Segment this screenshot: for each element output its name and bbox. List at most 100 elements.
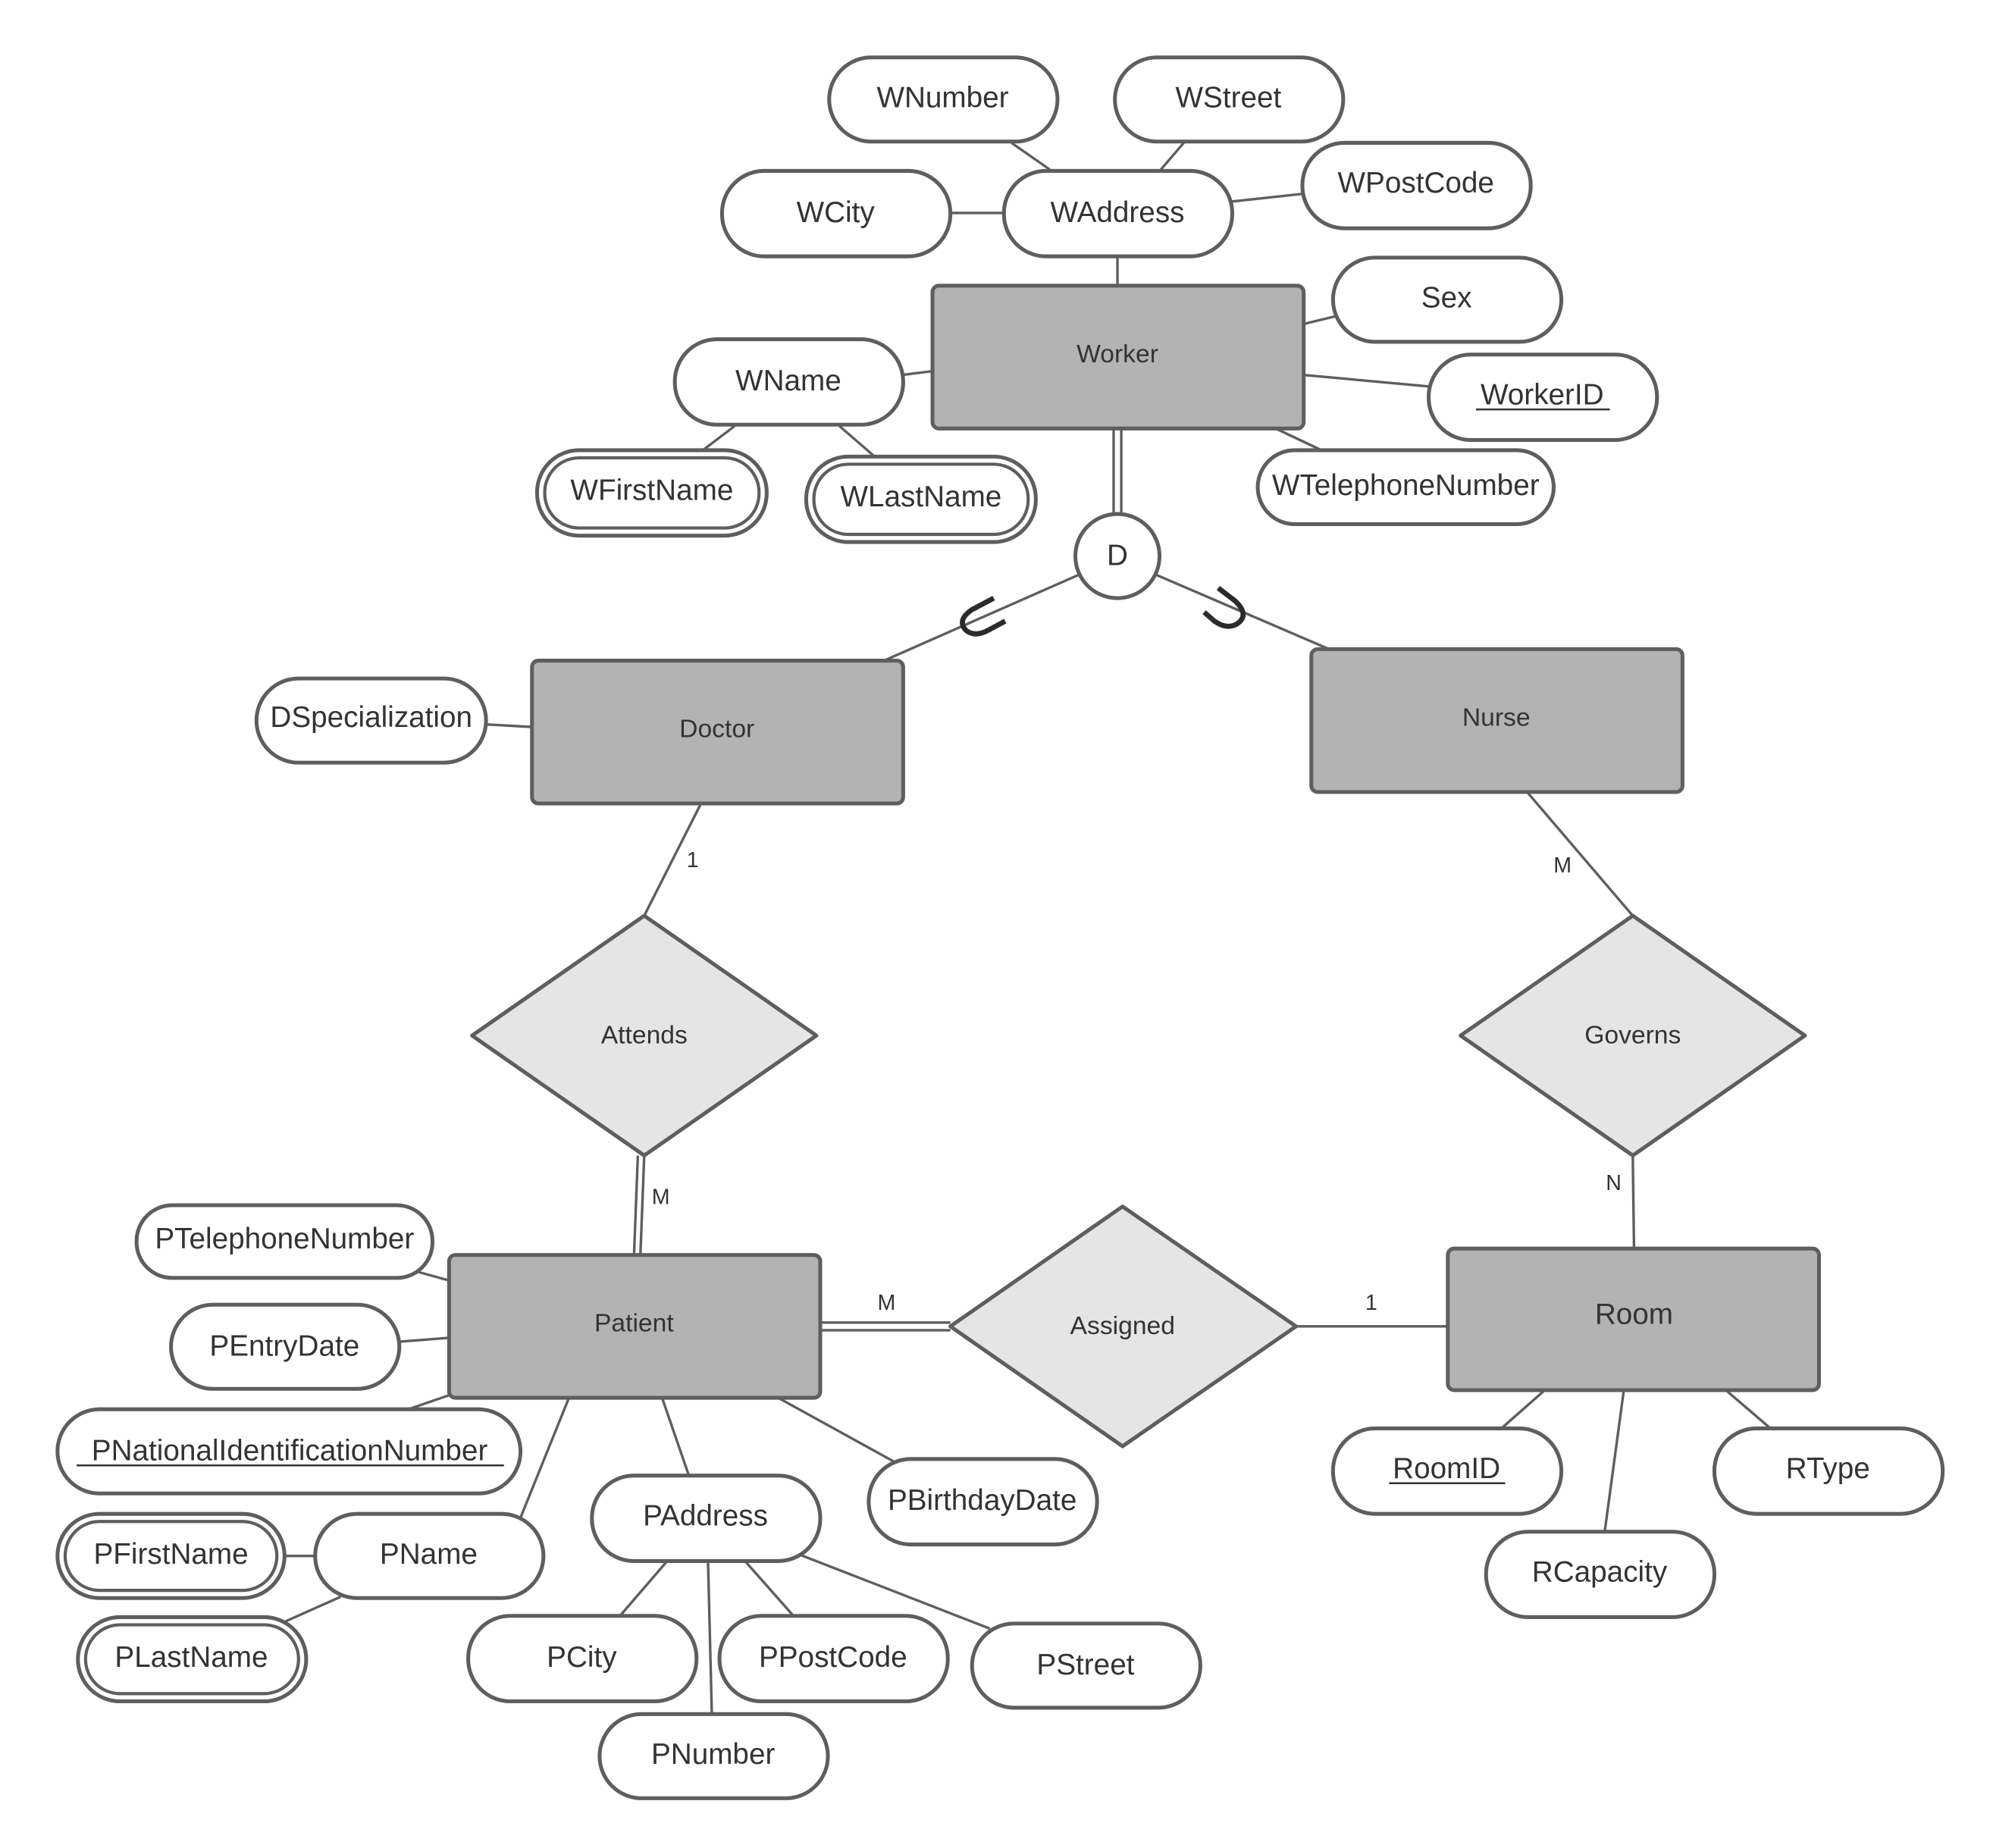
- attribute-label: PStreet: [1036, 1649, 1134, 1681]
- entity-patient[interactable]: Patient: [447, 1253, 823, 1400]
- attribute-sex[interactable]: Sex: [1330, 255, 1564, 344]
- attribute-wlastname-multivalued[interactable]: WLastName: [804, 454, 1038, 544]
- subset-symbol-nurse: [1202, 585, 1246, 629]
- line-worker-workerid: [1303, 373, 1429, 388]
- attribute-label: WorkerID: [1481, 378, 1604, 411]
- attribute-label: PBirthdayDate: [888, 1484, 1076, 1517]
- attribute-rcapacity[interactable]: RCapacity: [1484, 1530, 1716, 1619]
- attribute-label: WPostCode: [1338, 167, 1494, 199]
- line-worker-wtelephone: [1274, 427, 1322, 452]
- attribute-pcity[interactable]: PCity: [466, 1614, 699, 1704]
- attribute-wname[interactable]: WName: [672, 337, 905, 427]
- disjoint-specialization-circle[interactable]: D: [1073, 512, 1162, 600]
- relationship-label: Attends: [601, 1021, 688, 1049]
- attribute-wpostcode[interactable]: WPostCode: [1300, 140, 1533, 230]
- line-d-doctor: [883, 574, 1079, 662]
- attribute-label: WTelephoneNumber: [1272, 469, 1540, 502]
- line-paddress-pcity: [619, 1560, 669, 1617]
- attribute-wtelephonenumber[interactable]: WTelephoneNumber: [1255, 448, 1556, 527]
- entity-label: Patient: [594, 1310, 674, 1338]
- line-paddress-pstreet: [799, 1553, 991, 1630]
- connectors: [280, 142, 1772, 1715]
- line-governs-room: [1631, 1155, 1636, 1249]
- attribute-label: PPostCode: [759, 1641, 907, 1674]
- line-patient-pnationalid: [407, 1394, 450, 1411]
- line-waddress-wpostcode: [1232, 193, 1303, 203]
- attribute-label: WCity: [797, 196, 876, 229]
- line-patient-pname: [519, 1397, 571, 1518]
- entity-label: Nurse: [1462, 703, 1531, 731]
- line-paddress-pnumber: [707, 1561, 713, 1715]
- line-room-rtype: [1725, 1389, 1772, 1430]
- attribute-label: DSpecialization: [270, 701, 472, 734]
- attribute-label: WFirstName: [570, 475, 733, 507]
- line-room-roomid: [1500, 1389, 1546, 1430]
- line-patient-pentrydate: [399, 1336, 450, 1343]
- line-nurse-governs: [1527, 792, 1634, 917]
- attribute-wnumber[interactable]: WNumber: [827, 55, 1060, 144]
- attribute-wstreet[interactable]: WStreet: [1113, 55, 1346, 144]
- relationship-attends[interactable]: Attends: [470, 913, 819, 1157]
- attribute-ppostcode[interactable]: PPostCode: [717, 1614, 950, 1704]
- line-pname-plastname: [280, 1596, 342, 1625]
- line-attends-patient-1: [632, 1155, 640, 1255]
- attribute-roomid-key[interactable]: RoomID: [1330, 1426, 1564, 1516]
- attribute-pentrydate[interactable]: PEntryDate: [169, 1302, 402, 1391]
- attribute-label: PCity: [547, 1641, 617, 1674]
- attribute-pnationalid-key[interactable]: PNationalIdentificationNumber: [55, 1407, 523, 1496]
- attribute-wfirstname-multivalued[interactable]: WFirstName: [534, 448, 769, 538]
- entity-nurse[interactable]: Nurse: [1309, 647, 1684, 794]
- attribute-pbirthdaydate[interactable]: PBirthdayDate: [867, 1457, 1099, 1547]
- attribute-label: RType: [1786, 1452, 1870, 1485]
- line-doctor-attends: [643, 803, 702, 916]
- attribute-label: RoomID: [1393, 1452, 1500, 1485]
- attribute-pfirstname-multivalued[interactable]: PFirstName: [55, 1511, 287, 1600]
- line-wname-wlastname: [838, 424, 879, 460]
- attribute-label: RCapacity: [1532, 1555, 1668, 1588]
- line-room-rcapacity: [1603, 1389, 1625, 1532]
- line-paddress-ppostcode: [744, 1560, 794, 1617]
- attribute-workerid-key[interactable]: WorkerID: [1427, 352, 1659, 442]
- entity-worker[interactable]: Worker: [930, 283, 1306, 431]
- line-doctor-dspecialization: [486, 723, 532, 728]
- attribute-pname[interactable]: PName: [313, 1511, 546, 1600]
- attribute-pstreet[interactable]: PStreet: [970, 1621, 1202, 1710]
- specialization-label: D: [1107, 539, 1128, 572]
- attribute-label: WNumber: [876, 81, 1008, 114]
- attribute-waddress[interactable]: WAddress: [1001, 168, 1234, 258]
- attribute-label: WLastName: [840, 481, 1001, 513]
- relationship-governs[interactable]: Governs: [1459, 913, 1807, 1157]
- attribute-plastname-multivalued[interactable]: PLastName: [76, 1615, 309, 1704]
- attribute-label: PFirstName: [93, 1538, 248, 1571]
- cardinality-patient-assigned: M: [878, 1291, 896, 1315]
- relationship-label: Assigned: [1070, 1312, 1175, 1340]
- attribute-paddress[interactable]: PAddress: [590, 1474, 823, 1563]
- attribute-label: WStreet: [1176, 81, 1282, 114]
- attribute-label: PTelephoneNumber: [155, 1223, 414, 1255]
- entity-label: Worker: [1076, 340, 1158, 368]
- line-waddress-wnumber: [1011, 142, 1051, 171]
- line-patient-paddress: [660, 1397, 691, 1477]
- attribute-label: Sex: [1421, 281, 1472, 314]
- attribute-rtype[interactable]: RType: [1712, 1426, 1945, 1516]
- attribute-label: PName: [380, 1538, 478, 1571]
- entity-room[interactable]: Room: [1446, 1246, 1821, 1392]
- attribute-pnumber[interactable]: PNumber: [597, 1712, 830, 1800]
- attribute-label: PNumber: [651, 1738, 776, 1771]
- line-patient-pbirthdaydate: [777, 1396, 904, 1468]
- attribute-label: WAddress: [1051, 196, 1185, 229]
- entity-doctor[interactable]: Doctor: [530, 659, 905, 806]
- attribute-label: PAddress: [643, 1499, 768, 1532]
- subset-symbol-doctor: [960, 596, 1007, 637]
- line-worker-wname: [901, 369, 933, 377]
- line-waddress-wstreet: [1159, 142, 1185, 171]
- attribute-dspecialization[interactable]: DSpecialization: [254, 676, 488, 765]
- attribute-label: PEntryDate: [209, 1330, 359, 1363]
- cardinality-attends-patient: M: [652, 1185, 670, 1209]
- cardinality-assigned-room: 1: [1365, 1291, 1377, 1315]
- cardinality-doctor-attends: 1: [687, 848, 699, 872]
- attribute-wcity[interactable]: WCity: [719, 168, 953, 258]
- relationship-assigned[interactable]: Assigned: [948, 1204, 1299, 1449]
- attribute-ptelephonenumber[interactable]: PTelephoneNumber: [134, 1203, 435, 1280]
